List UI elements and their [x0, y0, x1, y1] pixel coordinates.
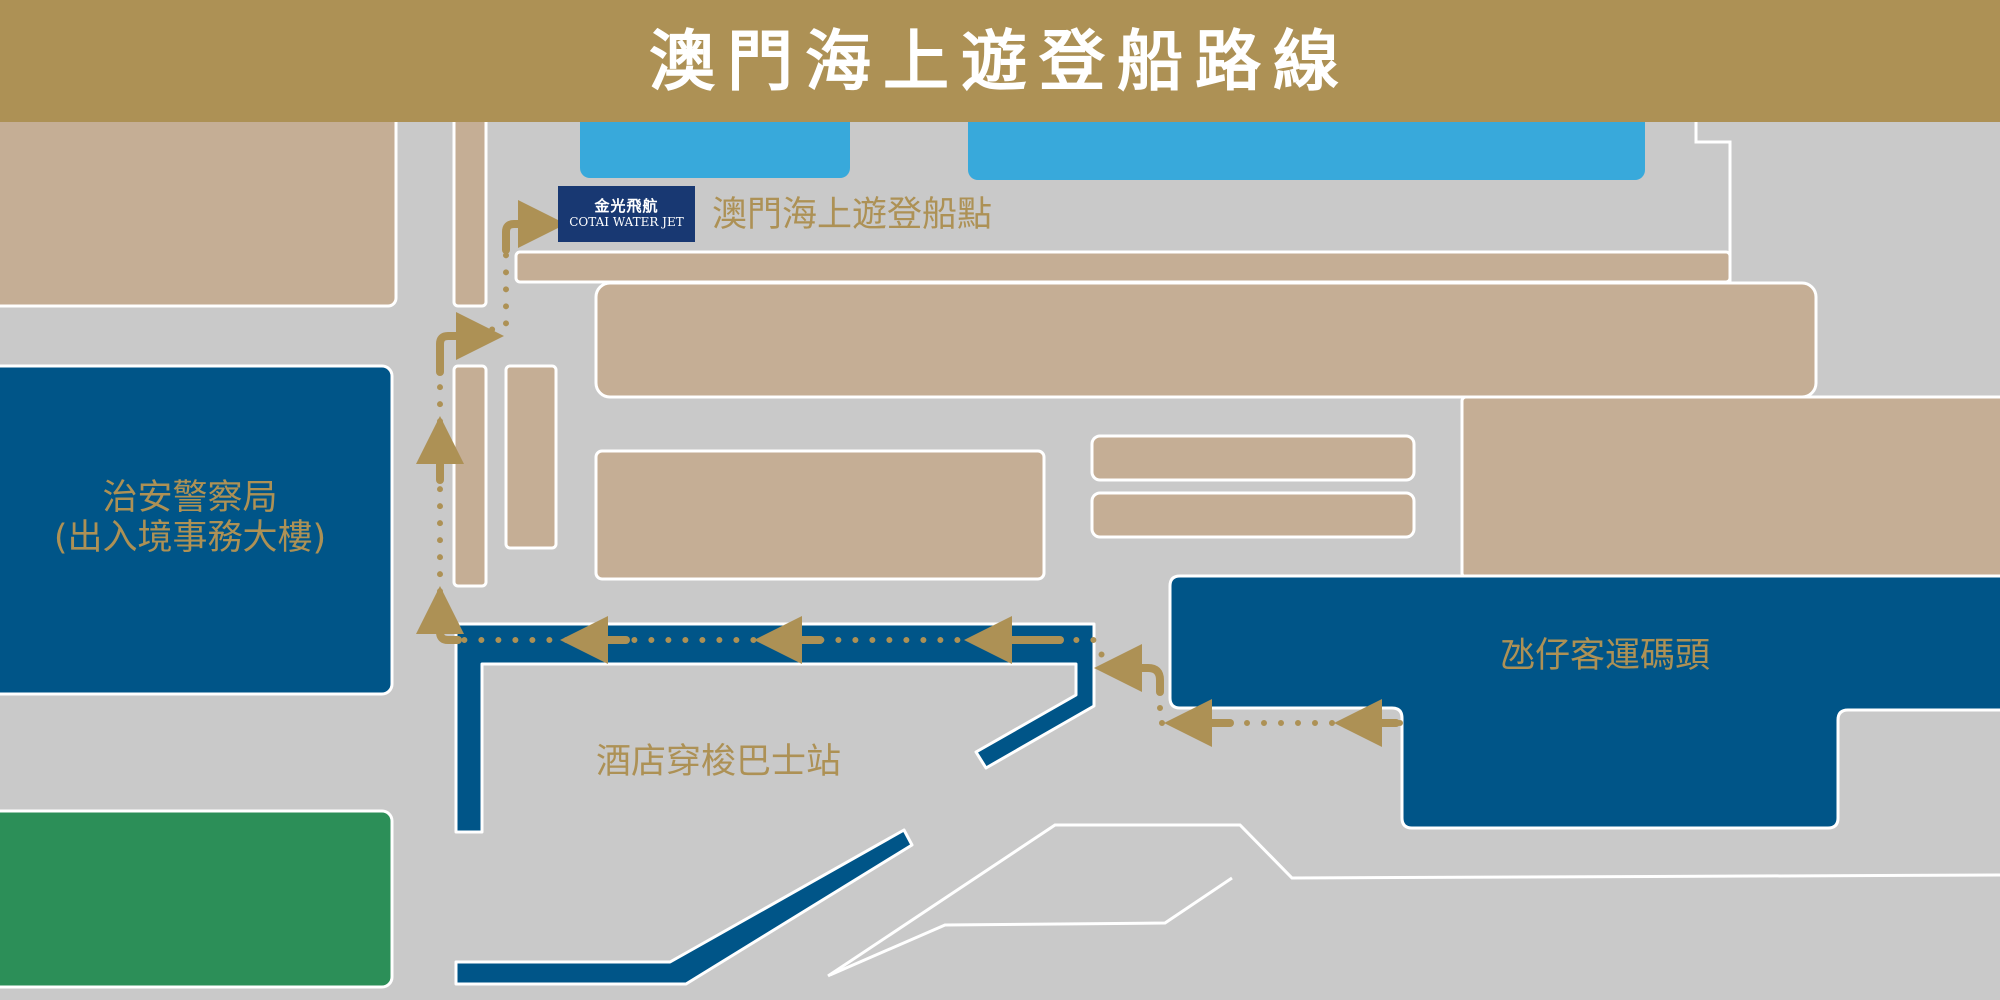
police-building-label: 治安警察局 (出入境事務大樓)	[40, 478, 340, 559]
bottom-ramp	[454, 828, 914, 986]
building-narrow-top	[452, 106, 488, 308]
boarding-point-label: 澳門海上遊登船點	[712, 195, 993, 235]
building-small-1	[1090, 434, 1416, 482]
water-area-right	[968, 108, 1645, 180]
building-small-2	[1090, 491, 1416, 539]
water-area-left	[580, 108, 850, 178]
building-strip-2	[504, 364, 558, 550]
route-arrow-icon	[436, 312, 504, 376]
title-bar: 澳門海上遊登船路線	[0, 0, 2000, 122]
police-label-line2: (出入境事務大樓)	[53, 518, 327, 559]
police-label-line1: 治安警察局	[102, 478, 278, 518]
route-arrow-icon	[502, 200, 566, 254]
pier-strip	[514, 250, 1732, 284]
building-top-left	[0, 108, 398, 308]
route-arrow-icon	[1094, 644, 1164, 696]
building-middle	[594, 449, 1046, 581]
page-title: 澳門海上遊登船路線	[649, 22, 1351, 100]
building-long	[594, 281, 1818, 399]
route-arrows	[416, 200, 1400, 747]
police-building	[0, 364, 394, 696]
green-area	[0, 809, 394, 989]
route-arrow-icon	[416, 586, 464, 644]
brand-english-name: COTAI WATER JET	[569, 215, 684, 230]
brand-chinese-name: 金光飛航	[594, 197, 659, 216]
ferry-terminal-building	[1168, 574, 2000, 830]
shuttle-stop-label: 酒店穿梭巴士站	[596, 742, 842, 782]
ferry-terminal-label: 氹仔客運碼頭	[1499, 636, 1710, 676]
cotai-water-jet-logo: 金光飛航 COTAI WATER JET	[558, 186, 695, 242]
building-right	[1460, 395, 2000, 579]
building-strip-1	[452, 364, 488, 588]
